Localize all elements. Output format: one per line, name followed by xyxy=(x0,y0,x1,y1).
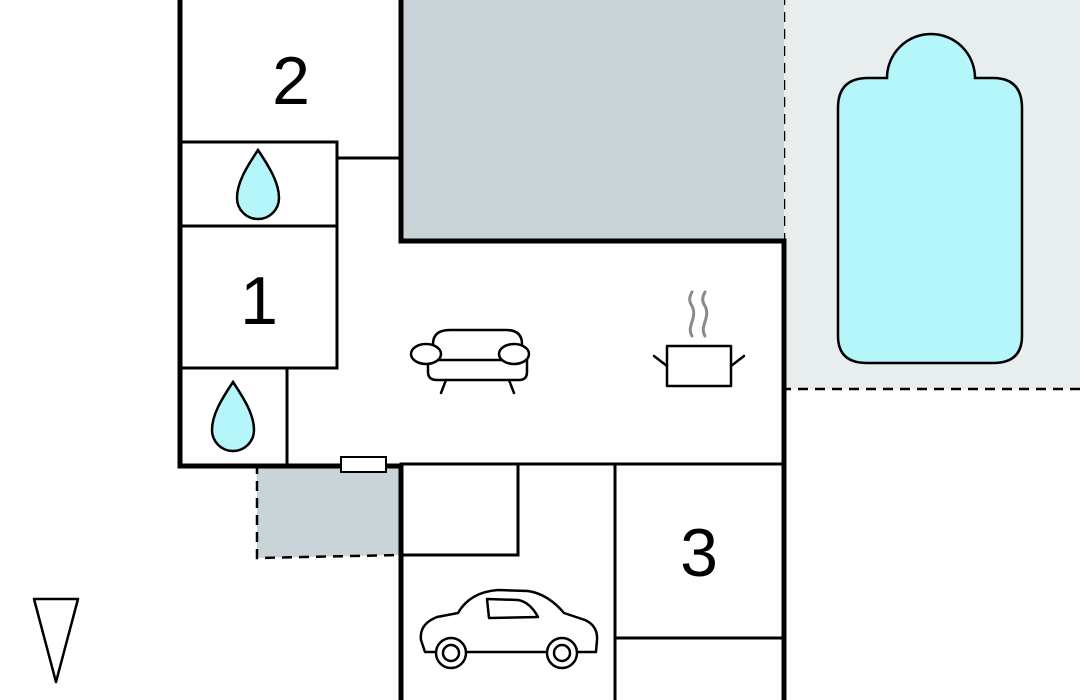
swimming-pool xyxy=(836,32,1024,365)
entrance-door xyxy=(340,456,387,473)
room-label-2: 2 xyxy=(272,43,310,119)
water-drop-icon xyxy=(210,379,256,453)
water-drop-icon xyxy=(235,147,281,221)
cooking-pot-icon xyxy=(652,290,746,388)
room-label-3: 3 xyxy=(680,515,718,591)
entrance-terrace xyxy=(255,464,402,560)
walls xyxy=(177,0,787,700)
sofa-icon xyxy=(409,328,531,395)
car-icon xyxy=(419,588,599,670)
north-arrow-icon xyxy=(32,597,80,684)
terrace xyxy=(401,0,784,241)
room-label-1: 1 xyxy=(240,263,278,339)
